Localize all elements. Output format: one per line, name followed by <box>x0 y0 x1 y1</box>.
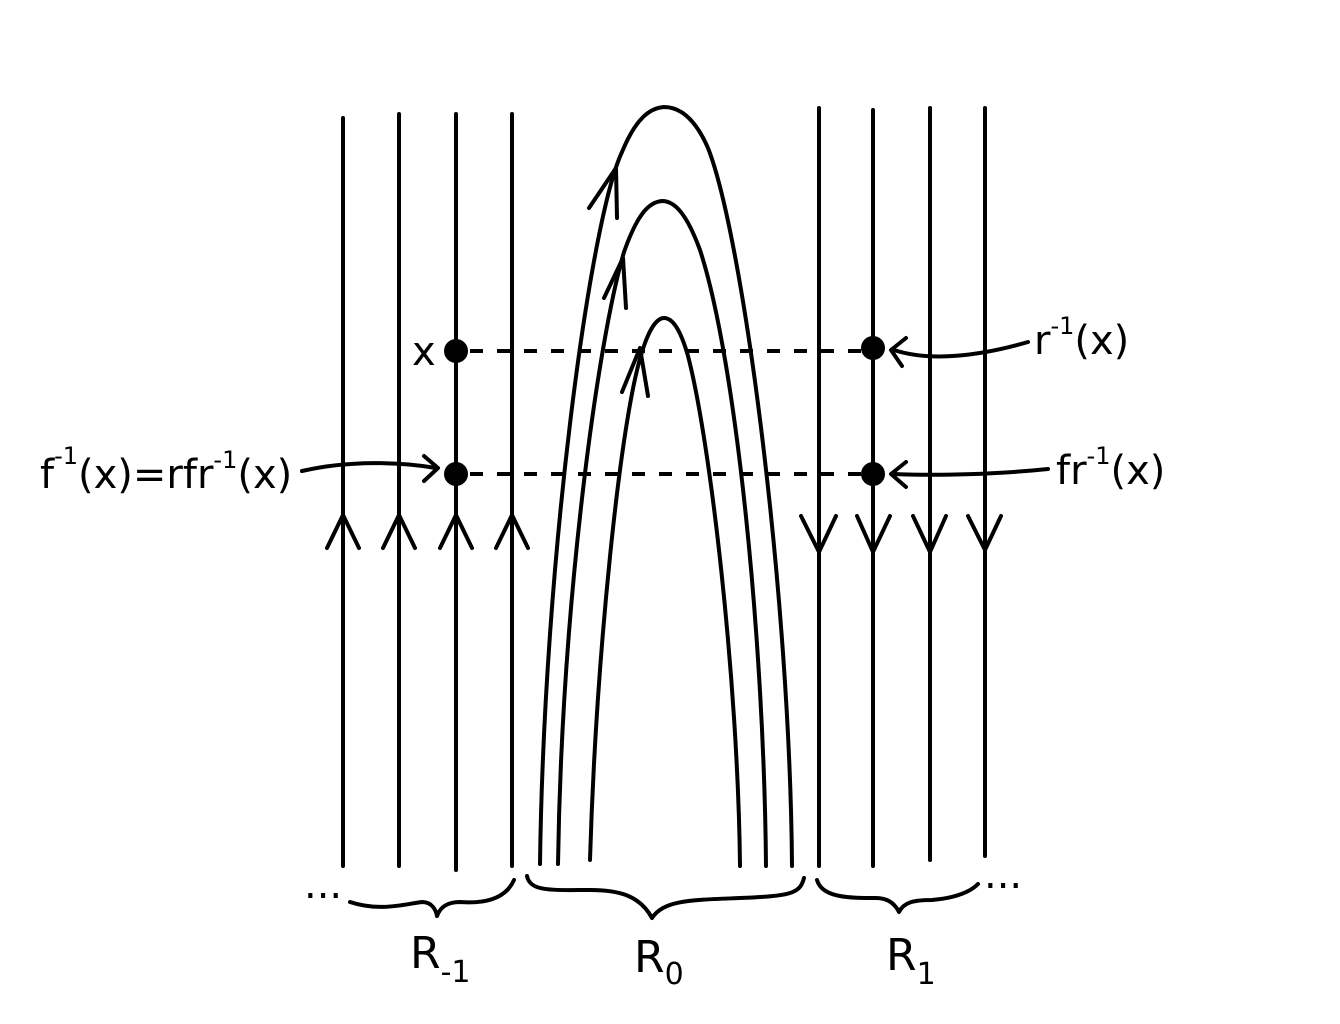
point-rinv-x <box>861 336 885 360</box>
arc-arrow-icon <box>587 166 619 220</box>
brace-left <box>348 878 516 918</box>
annotation-arrows <box>300 336 1050 489</box>
region-right-lines <box>799 106 1003 868</box>
region-label-right: R1 <box>886 930 936 992</box>
up-arrow-icon <box>381 513 417 550</box>
down-arrow-icon <box>855 514 892 554</box>
down-arrow-icon <box>966 514 1003 552</box>
frinv-pointer-arrow <box>892 467 1050 477</box>
label-rinv-x: r-1(x) <box>1034 312 1129 364</box>
labels: x f-1(x)=rfr-1(x) r-1(x) fr-1(x) ... ...… <box>40 312 1165 992</box>
down-arrow-icon <box>799 514 838 554</box>
ellipsis-right: ... <box>984 852 1022 898</box>
arc-middle <box>556 199 768 868</box>
region-left-lines <box>325 112 530 872</box>
label-x: x <box>412 329 436 375</box>
arrow-head-icon <box>422 454 440 483</box>
ellipsis-left: ... <box>304 862 342 908</box>
brace-middle <box>525 874 806 920</box>
connectors <box>444 336 885 486</box>
point-frinv-x <box>861 462 885 486</box>
up-arrow-icon <box>438 513 474 550</box>
arc-inner <box>588 316 742 868</box>
brace-right <box>815 878 980 914</box>
region-braces <box>348 874 980 920</box>
up-arrow-icon <box>325 513 361 550</box>
arc-outer <box>538 105 794 868</box>
point-finv-x <box>444 462 468 486</box>
label-finv-x: f-1(x)=rfr-1(x) <box>40 442 292 498</box>
arc-arrow-icon <box>602 256 628 310</box>
label-frinv-x: fr-1(x) <box>1056 442 1165 494</box>
region-label-left: R-1 <box>410 928 471 990</box>
region-label-middle: R0 <box>634 932 684 992</box>
rinv-pointer-arrow <box>892 340 1030 359</box>
arrow-head-icon <box>889 460 908 489</box>
finv-pointer-arrow <box>300 461 438 473</box>
arc-arrow-icon <box>620 346 650 398</box>
up-arrow-icon <box>494 513 530 550</box>
region-middle-arcs <box>538 105 794 868</box>
point-x <box>444 339 468 363</box>
down-arrow-icon <box>911 514 948 554</box>
arrow-head-icon <box>889 336 908 368</box>
